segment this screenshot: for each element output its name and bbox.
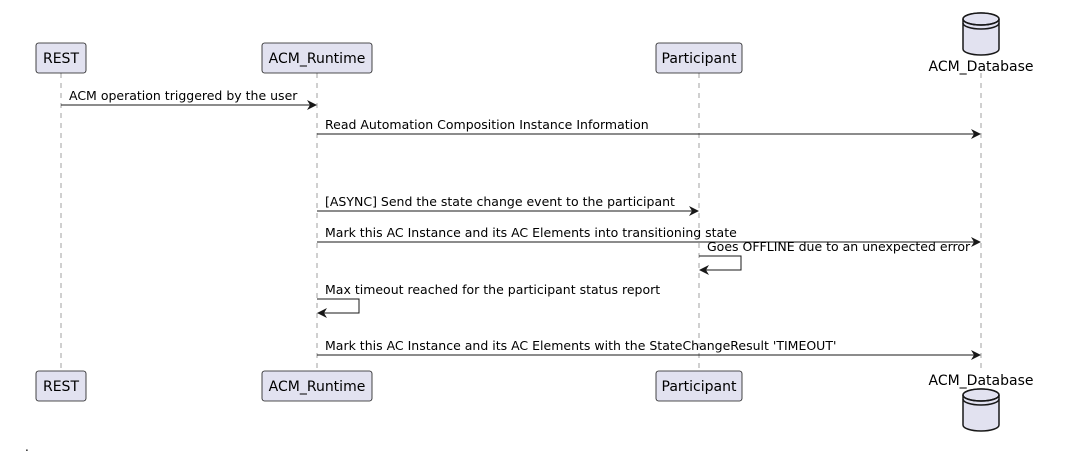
message-7: Mark this AC Instance and its AC Element… <box>317 338 981 360</box>
participant-runtime-bottom: ACM_Runtime <box>261 370 373 402</box>
message-label: Read Automation Composition Instance Inf… <box>325 117 649 132</box>
message-label: [ASYNC] Send the state change event to t… <box>325 194 675 209</box>
message-3: [ASYNC] Send the state change event to t… <box>317 194 699 216</box>
database-icon <box>962 12 1000 56</box>
message-5: Goes OFFLINE due to an unexpected error <box>699 239 971 275</box>
messages: ACM operation triggered by the userRead … <box>61 88 981 360</box>
participant-rest-bottom: REST <box>35 370 87 402</box>
participant-label: ACM_Database <box>929 59 1034 75</box>
participant-label: Participant <box>662 51 737 67</box>
participant-participant-bottom: Participant <box>655 370 743 402</box>
message-label: ACM operation triggered by the user <box>69 88 298 103</box>
message-label: Mark this AC Instance and its AC Element… <box>325 225 737 240</box>
message-label: Goes OFFLINE due to an unexpected error <box>707 239 971 254</box>
footer-mark: . <box>25 440 29 454</box>
participant-participant-top: Participant <box>655 42 743 74</box>
message-label: Mark this AC Instance and its AC Element… <box>325 338 836 353</box>
participant-label: REST <box>43 379 79 395</box>
participant-runtime-top: ACM_Runtime <box>261 42 373 74</box>
message-2: Read Automation Composition Instance Inf… <box>317 117 981 139</box>
participant-label: ACM_Database <box>929 373 1034 389</box>
message-1: ACM operation triggered by the user <box>61 88 317 110</box>
participants: RESTRESTACM_RuntimeACM_RuntimeParticipan… <box>35 12 1034 432</box>
message-4: Mark this AC Instance and its AC Element… <box>317 225 981 247</box>
participant-label: Participant <box>662 379 737 395</box>
participant-label: REST <box>43 51 79 67</box>
participant-rest-top: REST <box>35 42 87 74</box>
message-label: Max timeout reached for the participant … <box>325 282 660 297</box>
participant-label: ACM_Runtime <box>269 379 366 395</box>
participant-label: ACM_Runtime <box>269 51 366 67</box>
message-6: Max timeout reached for the participant … <box>317 282 660 318</box>
database-icon <box>962 388 1000 432</box>
